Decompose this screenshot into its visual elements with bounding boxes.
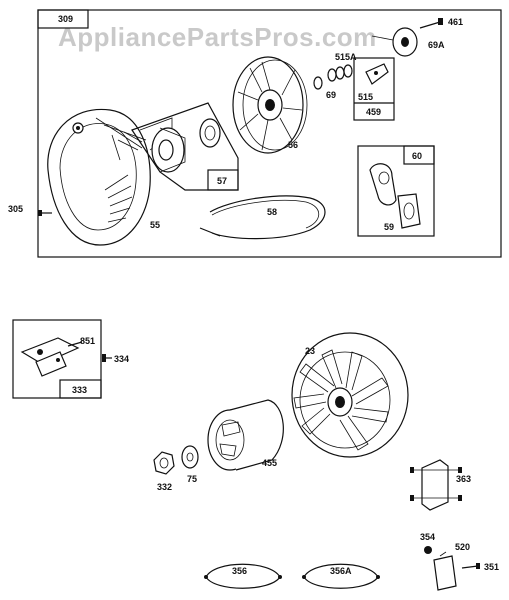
bracket-333[interactable] (20, 337, 83, 377)
block-520[interactable] (433, 551, 457, 591)
blower-housing-55[interactable] (47, 108, 173, 246)
part-label-60: 60 (412, 151, 422, 161)
handle-59[interactable] (369, 163, 421, 229)
screw-461[interactable] (419, 18, 443, 29)
part-label-356: 356 (232, 566, 247, 576)
part-label-69: 69 (326, 90, 336, 100)
part-label-459: 459 (366, 107, 381, 117)
part-354[interactable] (424, 546, 432, 554)
watermark: AppliancePartsPros.com (58, 22, 377, 52)
part-label-515A: 515A (335, 52, 357, 62)
part-label-69A: 69A (428, 40, 445, 50)
screw-334[interactable] (102, 354, 112, 362)
part-label-333: 333 (72, 385, 87, 395)
part-label-59: 59 (384, 222, 394, 232)
part-label-515: 515 (358, 92, 373, 102)
part-label-354: 354 (420, 532, 435, 542)
starter-pulley-56[interactable] (232, 56, 308, 154)
assembly-309-box: 309 (37, 9, 502, 258)
nut-332[interactable] (153, 451, 175, 475)
part-label-58: 58 (267, 207, 277, 217)
screw-305[interactable] (38, 210, 52, 216)
part-label-356A: 356A (330, 566, 352, 576)
part-label-57: 57 (217, 176, 227, 186)
part-label-455: 455 (262, 458, 277, 468)
kit-459-box: 459 (353, 57, 395, 121)
starter-rope-58[interactable] (199, 195, 326, 240)
part-label-334: 334 (114, 354, 129, 364)
washer-69[interactable] (313, 76, 323, 90)
washer-75[interactable] (181, 445, 199, 469)
pawl-515[interactable] (365, 63, 389, 85)
part-label-55: 55 (150, 220, 160, 230)
part-label-75: 75 (187, 474, 197, 484)
part-label-23: 23 (305, 346, 315, 356)
part-label-851: 851 (80, 336, 95, 346)
flywheel-23[interactable] (291, 332, 409, 458)
wire-356A[interactable] (302, 563, 380, 589)
part-label-520: 520 (455, 542, 470, 552)
part-label-56: 56 (288, 140, 298, 150)
block-363[interactable] (410, 459, 462, 511)
screw-351[interactable] (461, 563, 480, 569)
part-label-305: 305 (8, 204, 23, 214)
retainer-69A[interactable] (371, 27, 418, 57)
starter-cup-57[interactable] (151, 118, 221, 173)
kit-60-box: 60 (357, 145, 435, 237)
part-label-363: 363 (456, 474, 471, 484)
starter-cup-455[interactable] (207, 399, 284, 471)
part-label-332: 332 (157, 482, 172, 492)
wire-356[interactable] (204, 563, 282, 589)
part-label-461: 461 (448, 17, 463, 27)
part-label-351: 351 (484, 562, 499, 572)
kit-333-box: 333 (12, 319, 102, 399)
part-label-309: 309 (58, 14, 73, 24)
washer-515A[interactable] (327, 64, 353, 82)
